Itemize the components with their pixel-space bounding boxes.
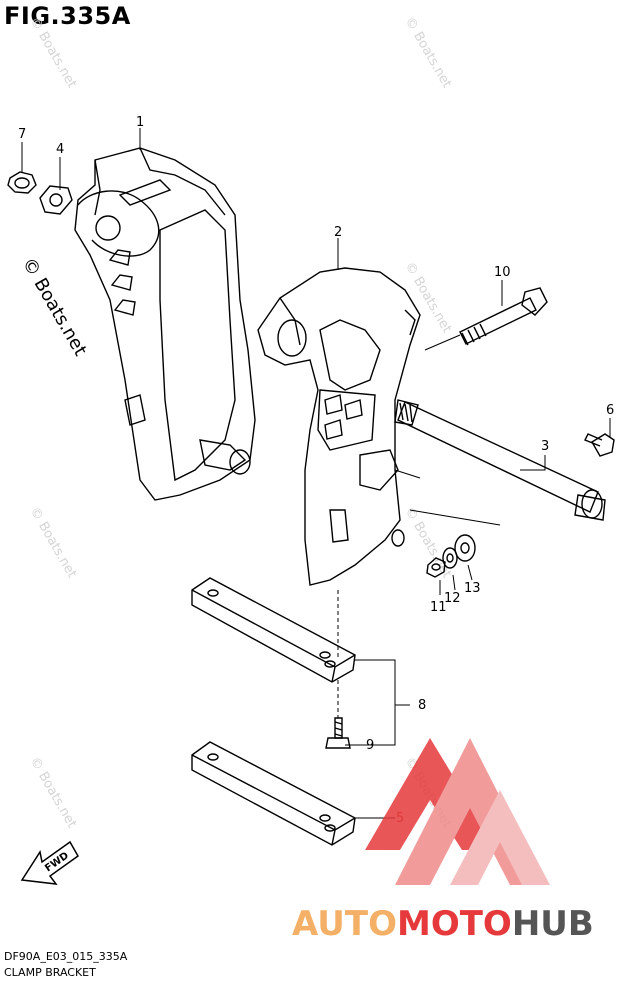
callout-4: 4 [56,142,64,157]
callout-3: 3 [541,439,549,454]
fwd-arrow-icon: FWD [20,840,79,885]
boats-watermarks: © Boats.net © Boats.net © Boats.net © Bo… [27,15,455,831]
callout-2: 2 [334,225,342,240]
watermark-text: © Boats.net [27,755,80,831]
part-4-plate [39,185,73,215]
automotohub-wordmark: AUTOMOTOHUB [292,904,594,944]
figure-name: CLAMP BRACKET [4,966,96,979]
leader-lines [21,128,611,819]
part-7-nut [7,171,37,194]
watermark-text: © Boats.net [402,15,455,91]
part-6-bolt [584,433,615,457]
part-10-bolt [459,287,548,346]
brand-moto: MOTO [397,904,512,944]
callout-12: 12 [444,591,461,606]
svg-text:AUTOMOTOHUB: AUTOMOTOHUB [292,904,594,944]
part-5-plate-lower [191,741,356,846]
callout-1: 1 [136,115,144,130]
figure-title: FIG.335A [4,2,131,30]
automotohub-logo-icon [365,738,550,885]
part-13-washer [454,534,476,562]
callout-11: 11 [430,600,447,615]
part-9-screw [325,717,351,749]
callout-13: 13 [464,581,481,596]
part-2-clamp-bracket-right [257,267,421,586]
watermark-text: © Boats.net [27,15,80,91]
brand-hub: HUB [512,904,594,944]
callout-7: 7 [18,127,26,142]
callout-10: 10 [494,265,511,280]
watermark-vertical: © Boats.net [18,254,91,360]
watermark-text: © Boats.net [27,505,80,581]
figure-code: DF90A_E03_015_335A [4,950,128,963]
callout-9: 9 [366,738,374,753]
part-8-plate-upper [191,577,356,683]
part-12-washer [442,547,458,569]
brand-auto: AUTO [292,904,397,944]
part-3-shaft [394,399,606,521]
callout-6: 6 [606,403,614,418]
callout-8: 8 [418,698,426,713]
part-11-nut [426,557,446,578]
part-1-clamp-bracket-left [74,147,256,501]
